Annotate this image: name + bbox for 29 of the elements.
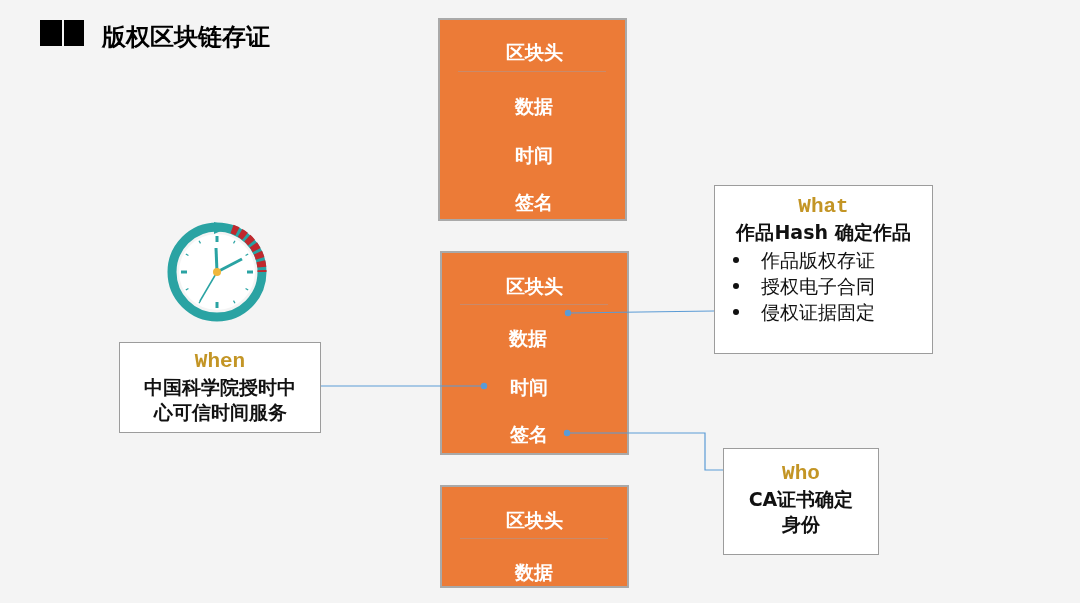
info-box xyxy=(714,185,933,354)
field-label: 数据 xyxy=(486,315,570,363)
info-box xyxy=(119,342,321,433)
field-label: 区块头 xyxy=(484,272,584,302)
bullet-text: 授权电子合同 xyxy=(761,274,875,299)
description: 中国科学院授时中心可信时间服务 xyxy=(143,375,297,425)
field-label: 时间 xyxy=(484,141,584,171)
field-label: 数据 xyxy=(484,558,584,588)
info-box xyxy=(723,448,879,555)
field-label: 时间 xyxy=(486,372,572,404)
bullet-text: 作品版权存证 xyxy=(761,248,875,273)
keyword: What xyxy=(797,194,850,220)
title: 版权区块链存证 xyxy=(102,22,270,53)
field-label: 数据 xyxy=(484,92,584,122)
keyword: Who xyxy=(781,461,821,487)
block-box xyxy=(440,251,629,455)
description: 作品Hash 确定作品 xyxy=(734,220,912,245)
field-label: 区块头 xyxy=(484,506,584,536)
keyword: When xyxy=(193,349,247,375)
connector-line xyxy=(320,382,488,390)
block-box xyxy=(440,485,629,588)
field-label: 签名 xyxy=(484,188,584,218)
description: CA证书确定身份 xyxy=(747,487,855,537)
connector-line xyxy=(564,309,715,317)
bullet-text: 侵权证据固定 xyxy=(761,300,875,325)
field-label: 区块头 xyxy=(484,38,584,68)
field-label: 签名 xyxy=(489,420,569,450)
block-box xyxy=(438,18,627,221)
connector-line xyxy=(563,429,724,471)
